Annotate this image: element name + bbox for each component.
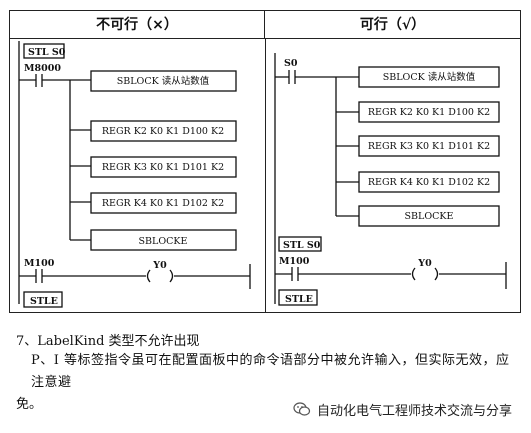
right-contact-m100: M100	[279, 256, 310, 267]
left-contact-m100: M100	[24, 258, 55, 269]
paragraph-line-1: P、I 等标签指令虽可在配置面板中的命令语部分中被允许输入，但实际无效，应注意避	[31, 353, 510, 390]
right-contact-s0: S0	[284, 58, 298, 69]
column-divider	[265, 39, 266, 312]
header-feasible: 可行（√）	[265, 11, 520, 39]
left-stl-box-label: STL S0	[28, 47, 66, 58]
header-not-feasible: 不可行（×）	[10, 11, 265, 39]
watermark-label: 自动化电气工程师技术交流与分享	[317, 403, 513, 419]
right-stl-box-label: STL S0	[283, 240, 321, 251]
right-ladder-diagram: S0 SBLOCK 读从站数值 REGR K2 K0 K1 D100 K2 RE…	[274, 53, 507, 306]
left-instr-sblock: SBLOCK 读从站数值	[117, 75, 210, 87]
right-coil-y0: Y0	[417, 258, 432, 269]
right-instr-sblocke: SBLOCKE	[405, 211, 454, 222]
watermark: 自动化电气工程师技术交流与分享	[293, 399, 512, 419]
section-paragraph: P、I 等标签指令虽可在配置面板中的命令语部分中被允许输入，但实际无效，应注意避…	[16, 350, 521, 416]
right-instr-regr-k3: REGR K3 K0 K1 D101 K2	[368, 141, 490, 152]
left-instr-regr-k3: REGR K3 K0 K1 D101 K2	[102, 162, 224, 173]
right-stle-box-label: STLE	[285, 294, 313, 305]
comparison-table: 不可行（×） 可行（√）	[9, 10, 521, 313]
right-instr-sblock: SBLOCK 读从站数值	[383, 71, 476, 83]
right-instr-regr-k2: REGR K2 K0 K1 D100 K2	[368, 107, 490, 118]
section-heading: 7、LabelKind 类型不允许出现	[16, 334, 200, 349]
left-instr-sblocke: SBLOCKE	[139, 236, 188, 247]
left-coil-y0: Y0	[152, 260, 167, 271]
left-instr-regr-k4: REGR K4 K0 K1 D102 K2	[102, 198, 224, 209]
left-stle-box-label: STLE	[30, 296, 58, 307]
right-instr-regr-k4: REGR K4 K0 K1 D102 K2	[368, 177, 490, 188]
wechat-icon	[293, 402, 311, 416]
left-instr-regr-k2: REGR K2 K0 K1 D100 K2	[102, 126, 224, 137]
paragraph-line-2: 免。	[16, 397, 43, 412]
left-ladder-diagram: STL S0 M8000 SBLOCK 读从站数值 REGR K2 K0 K1 …	[18, 41, 251, 308]
left-contact-m8000: M8000	[24, 63, 61, 74]
